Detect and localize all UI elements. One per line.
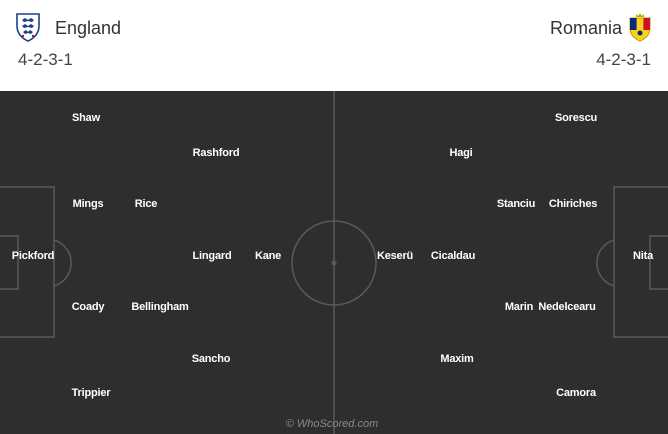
player-cicaldau[interactable]: Cicaldau [430,250,476,262]
player-rashford[interactable]: Rashford [192,147,240,159]
player-marin[interactable]: Marin [504,301,534,313]
home-team-name[interactable]: England [55,18,122,38]
player-trippier[interactable]: Trippier [71,387,111,399]
player-hagi[interactable]: Hagi [449,147,473,159]
england-crest-icon [15,12,41,42]
player-coady[interactable]: Coady [71,301,105,313]
watermark: © WhoScored.com [285,418,379,430]
away-team-name[interactable]: Romania [549,18,622,38]
pitch: Shaw Rashford Mings Rice Pickford Lingar… [0,91,668,434]
pitch-markings [0,91,668,434]
player-lingard[interactable]: Lingard [192,250,232,262]
player-mings[interactable]: Mings [72,198,104,210]
player-bellingham[interactable]: Bellingham [131,301,189,313]
match-header: England 4-2-3-1 Romania 4-2-3-1 [0,0,668,91]
player-sorescu[interactable]: Sorescu [554,112,598,124]
player-chiriches[interactable]: Chiriches [548,198,598,210]
player-camora[interactable]: Camora [556,387,596,399]
player-rice[interactable]: Rice [134,198,158,210]
romania-crest-icon [627,12,653,42]
player-kane[interactable]: Kane [254,250,282,262]
player-pickford[interactable]: Pickford [11,250,55,262]
player-keseru[interactable]: Keserü [376,250,414,262]
player-nita[interactable]: Nita [633,250,653,262]
player-sancho[interactable]: Sancho [191,353,231,365]
away-formation: 4-2-3-1 [596,50,651,69]
player-stanciu[interactable]: Stanciu [496,198,536,210]
home-formation: 4-2-3-1 [18,50,73,69]
player-nedelcearu[interactable]: Nedelcearu [538,301,596,313]
player-shaw[interactable]: Shaw [72,112,100,124]
player-maxim[interactable]: Maxim [440,353,474,365]
